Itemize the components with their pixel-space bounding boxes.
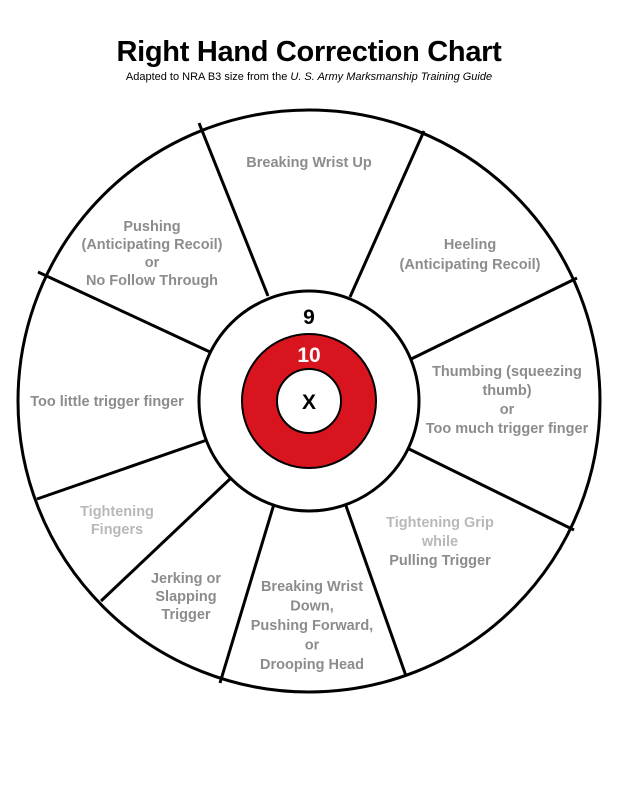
subtitle-source: U. S. Army Marksmanship Training Guide <box>290 71 493 83</box>
divider-line <box>404 445 575 532</box>
segment-label-line: Breaking Wrist Up <box>246 155 372 171</box>
segment-labels: Breaking Wrist Up Heeling (Anticipating Re… <box>30 155 588 673</box>
segment-label-line: No Follow Through <box>86 273 218 289</box>
segment-label-line: Heeling <box>444 237 496 253</box>
divider-line <box>348 130 426 298</box>
ring-ten-label: 10 <box>297 344 320 367</box>
divider-line <box>36 438 208 501</box>
segment-label-line: while <box>421 534 458 550</box>
ring-x <box>276 368 342 434</box>
segment-label-line: Jerking or <box>151 571 221 587</box>
segment-label-line: Trigger <box>161 607 211 623</box>
chart-title: Right Hand Correction Chart <box>116 36 502 68</box>
segment-label-line: Too much trigger finger <box>426 421 589 437</box>
segment-label-line: Pushing Forward, <box>251 618 373 634</box>
divider-line <box>37 270 211 354</box>
segment-label-line: Slapping <box>155 589 216 605</box>
segment-label-upper-right: Heeling (Anticipating Recoil) <box>400 237 541 273</box>
segment-label-line: (Anticipating Recoil) <box>400 257 541 273</box>
segment-label-line: Down, <box>290 599 334 615</box>
segment-label-upper-left: Pushing (Anticipating Recoil) or No Follow … <box>82 219 223 289</box>
subtitle-prefix: Adapted to NRA B3 size from the <box>125 71 291 83</box>
segment-label-line: Thumbing (squeezing <box>432 364 582 380</box>
segment-label-top: Breaking Wrist Up <box>246 155 372 171</box>
divider-line <box>99 476 233 603</box>
segment-label-line: Pulling Trigger <box>389 553 491 569</box>
segment-label-line: or <box>500 402 515 418</box>
divider-line <box>197 122 270 297</box>
segment-dividers <box>36 122 578 684</box>
segment-label-line: thumb) <box>482 383 531 399</box>
divider-line <box>404 276 578 364</box>
segment-label-line: or <box>305 638 320 654</box>
segment-label-line: or <box>145 255 160 271</box>
segment-label-line: Tightening <box>80 504 154 520</box>
divider-line <box>343 502 408 677</box>
segment-label-line: Drooping Head <box>260 657 364 673</box>
segment-label-line: (Anticipating Recoil) <box>82 237 223 253</box>
divider-line <box>218 503 276 684</box>
segment-label-line: Too little trigger finger <box>30 394 184 410</box>
segment-label-left: Too little trigger finger <box>30 394 184 410</box>
segment-label-line: Pushing <box>123 219 180 235</box>
chart-subtitle: Adapted to NRA B3 size from the U. S. Ar… <box>0 71 618 83</box>
ring-x-label: X <box>302 391 316 414</box>
segment-label-line: Tightening Grip <box>386 515 494 531</box>
segment-label-line: Breaking Wrist <box>261 579 363 595</box>
segment-label-line: Fingers <box>91 522 143 538</box>
ring-nine-label: 9 <box>303 306 315 329</box>
